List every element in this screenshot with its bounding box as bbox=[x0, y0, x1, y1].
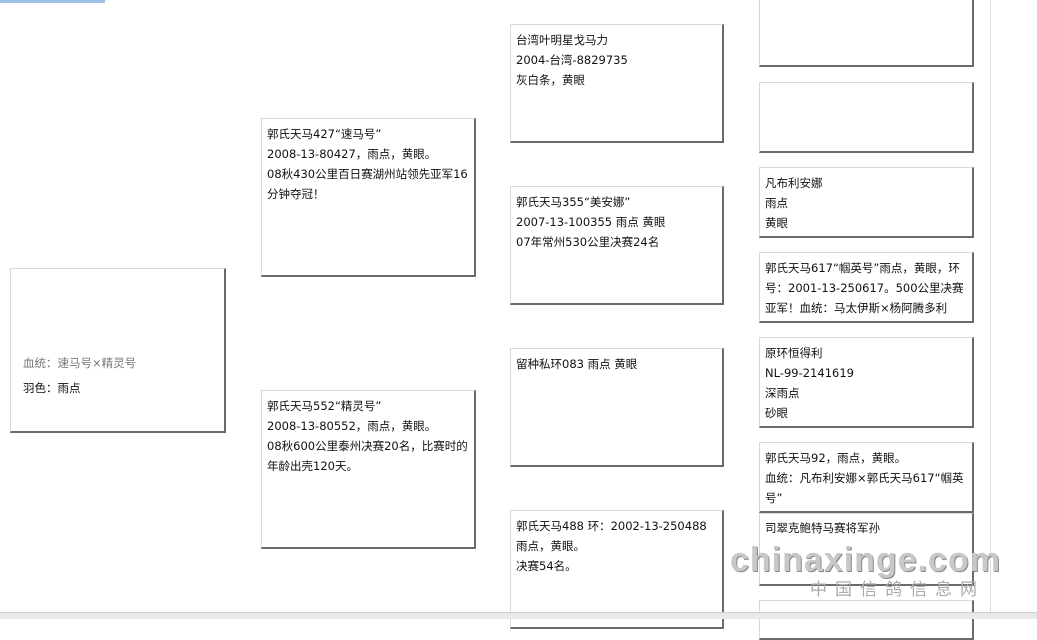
ancestor-card: 凡布利安娜 雨点 黄眼 bbox=[759, 167, 974, 238]
line: 郭氏天马488 环：2002-13-250488 bbox=[516, 519, 707, 533]
line: 郭氏天马427“速马号” bbox=[267, 127, 382, 141]
dam-card: 郭氏天马552“精灵号” 2008-13-80552，雨点，黄眼。 08秋600… bbox=[261, 390, 476, 549]
ancestor-card: 郭氏天马617“帼英号”雨点，黄眼，环号：2001-13-250617。500公… bbox=[759, 252, 974, 323]
grandparent-card: 留种私环083 雨点 黄眼 bbox=[510, 348, 724, 467]
line: 雨点 bbox=[765, 196, 788, 210]
bottom-bar bbox=[0, 612, 1037, 619]
line: 郭氏天马92，雨点，黄眼。 bbox=[765, 451, 907, 465]
line: 雨点，黄眼。 bbox=[516, 539, 585, 553]
subject-bloodline: 血统：速马号×精灵号 bbox=[23, 356, 137, 370]
line: 台湾叶明星戈马力 bbox=[516, 33, 608, 47]
ancestor-card bbox=[759, 82, 974, 153]
ancestor-card bbox=[759, 0, 974, 67]
line: 2008-13-80427，雨点，黄眼。 bbox=[267, 147, 437, 161]
line: 灰白条，黄眼 bbox=[516, 73, 585, 87]
line: 郭氏天马617“帼英号”雨点，黄眼，环号：2001-13-250617。500公… bbox=[765, 261, 964, 315]
line: 凡布利安娜 bbox=[765, 176, 823, 190]
line: 决赛54名。 bbox=[516, 559, 577, 573]
grandparent-card: 郭氏天马355“美安娜” 2007-13-100355 雨点 黄眼 07年常州5… bbox=[510, 186, 724, 305]
grandparent-card: 台湾叶明星戈马力 2004-台湾-8829735 灰白条，黄眼 bbox=[510, 24, 724, 143]
line: 2008-13-80552，雨点，黄眼。 bbox=[267, 419, 437, 433]
line: 司翠克鲍特马赛将军孙 bbox=[765, 521, 880, 535]
grandparent-card: 郭氏天马488 环：2002-13-250488 雨点，黄眼。 决赛54名。 bbox=[510, 510, 724, 629]
divider bbox=[990, 0, 991, 618]
sire-card: 郭氏天马427“速马号” 2008-13-80427，雨点，黄眼。 08秋430… bbox=[261, 118, 476, 277]
ancestor-card: 郭氏天马92，雨点，黄眼。 血统：凡布利安娜×郭氏天马617“帼英号” bbox=[759, 442, 974, 513]
watermark-subtitle: 中国信鸽信息网 bbox=[810, 580, 985, 600]
line: 08秋430公里百日赛湖州站领先亚军16分钟夺冠！ bbox=[267, 167, 468, 201]
subject-card: 血统：速马号×精灵号 羽色：雨点 bbox=[10, 268, 226, 433]
ancestor-card bbox=[759, 600, 974, 640]
ancestor-card: 司翠克鲍特马赛将军孙 bbox=[759, 513, 974, 586]
line: 郭氏天马355“美安娜” bbox=[516, 195, 631, 209]
watermark-logo: chinaxinge.com bbox=[730, 541, 1001, 579]
line: NL-99-2141619 bbox=[765, 366, 854, 380]
line: 血统：凡布利安娜×郭氏天马617“帼英号” bbox=[765, 471, 964, 505]
line: 郭氏天马552“精灵号” bbox=[267, 399, 382, 413]
line: 08秋600公里泰州决赛20名，比赛时的年龄出壳120天。 bbox=[267, 439, 468, 473]
line: 黄眼 bbox=[765, 216, 788, 230]
line: 原环恒得利 bbox=[765, 346, 823, 360]
line: 07年常州530公里决赛24名 bbox=[516, 235, 660, 249]
line: 留种私环083 雨点 黄眼 bbox=[516, 357, 638, 371]
ancestor-card: 原环恒得利 NL-99-2141619 深雨点 砂眼 bbox=[759, 337, 974, 428]
line: 2004-台湾-8829735 bbox=[516, 53, 628, 67]
line: 2007-13-100355 雨点 黄眼 bbox=[516, 215, 666, 229]
top-bar bbox=[0, 0, 105, 3]
subject-color: 羽色：雨点 bbox=[23, 381, 81, 395]
line: 深雨点 bbox=[765, 386, 800, 400]
line: 砂眼 bbox=[765, 406, 788, 420]
